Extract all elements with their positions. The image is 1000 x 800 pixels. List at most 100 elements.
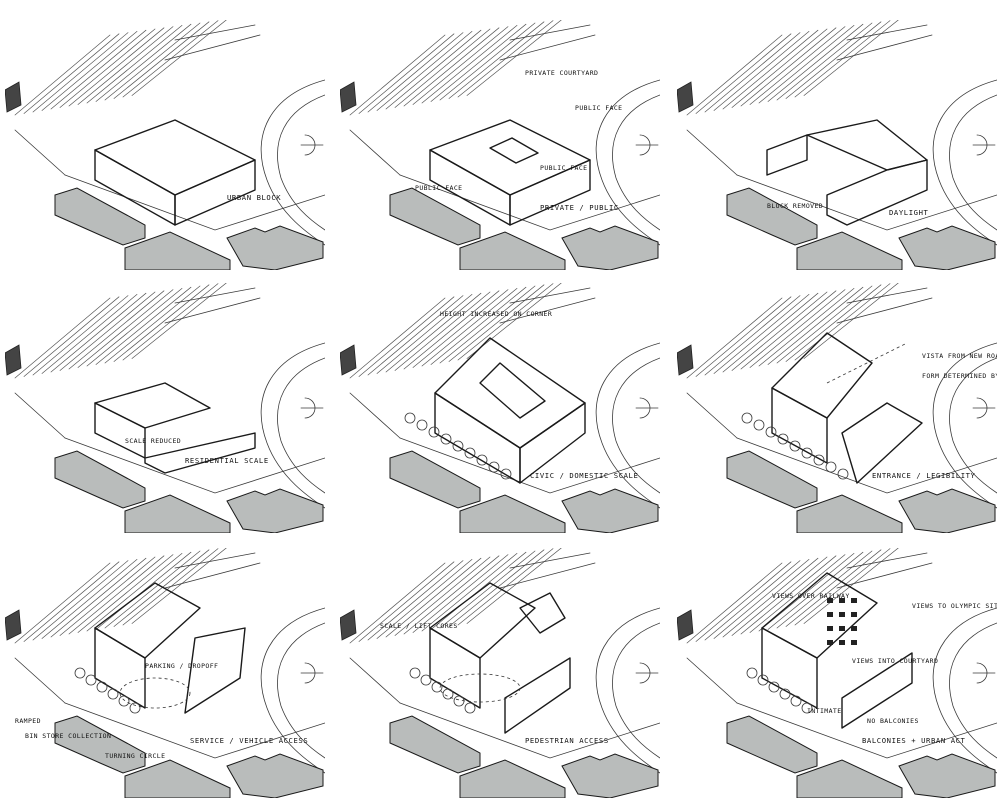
site-boundary bbox=[14, 657, 66, 704]
railway-hatch-line bbox=[32, 295, 129, 376]
railway-hatch-line bbox=[686, 562, 783, 644]
railway-hatch-line bbox=[385, 292, 482, 373]
block-roof bbox=[429, 582, 536, 659]
existing-building-fragment bbox=[340, 609, 357, 641]
railway-hatch-line bbox=[704, 295, 801, 376]
existing-building-fragment bbox=[5, 81, 22, 113]
tree bbox=[765, 426, 777, 438]
existing-building-fragment bbox=[677, 609, 694, 641]
site-context bbox=[340, 283, 660, 533]
railway-hatch-line bbox=[14, 34, 111, 116]
tree bbox=[452, 440, 464, 452]
tree bbox=[476, 454, 488, 466]
balcony-mark bbox=[827, 626, 833, 631]
railway-hatch-line bbox=[113, 549, 210, 627]
existing-building bbox=[459, 759, 566, 798]
railway-hatch-line bbox=[412, 26, 509, 105]
existing-building bbox=[226, 488, 324, 533]
tree bbox=[488, 461, 500, 473]
railway-hatch-line bbox=[767, 286, 864, 365]
railway-hatch-line bbox=[41, 294, 138, 374]
railway-hatch-line bbox=[785, 284, 882, 362]
curved-road-edge bbox=[932, 342, 997, 509]
existing-building bbox=[389, 715, 481, 774]
tower-roof bbox=[519, 592, 566, 634]
railway-hatch-line bbox=[358, 561, 455, 642]
balcony-mark bbox=[827, 612, 833, 617]
tree bbox=[790, 695, 802, 707]
site-boundary bbox=[14, 392, 66, 439]
tree bbox=[431, 681, 443, 693]
building-massing bbox=[409, 582, 571, 734]
building-massing bbox=[766, 119, 928, 226]
road-edge bbox=[846, 287, 928, 304]
tree bbox=[464, 702, 476, 714]
railway-hatch-line bbox=[385, 557, 482, 638]
railway-hatch-line bbox=[740, 555, 837, 635]
block-wall-left bbox=[94, 402, 146, 459]
road-edge bbox=[164, 562, 261, 589]
railway-hatch-line bbox=[59, 291, 156, 371]
railway-hatch-line bbox=[776, 285, 873, 364]
annotation-note: VIEWS TO OLYMPIC SITE bbox=[912, 602, 997, 610]
curved-road-edge bbox=[277, 94, 325, 231]
railway-hatch-line bbox=[394, 291, 491, 371]
annotation-note: PUBLIC FACE bbox=[575, 104, 622, 112]
tree bbox=[500, 468, 512, 480]
tree bbox=[442, 688, 454, 700]
site-context bbox=[340, 20, 660, 270]
railway-hatch-line bbox=[803, 283, 899, 359]
tree bbox=[768, 681, 780, 693]
railway-hatch-line bbox=[767, 23, 864, 102]
railway-hatch-line bbox=[439, 550, 536, 629]
road-edge bbox=[164, 297, 261, 324]
existing-building bbox=[561, 488, 659, 533]
railway-hatch-line bbox=[767, 551, 864, 630]
site-boundary bbox=[64, 437, 325, 494]
railway-hatch-line bbox=[77, 289, 174, 368]
railway-hatch-line bbox=[421, 288, 518, 367]
building-massing bbox=[74, 582, 246, 714]
railway-hatch-line bbox=[722, 557, 819, 638]
tree bbox=[746, 667, 758, 679]
railway-hatch-line bbox=[722, 292, 819, 373]
site-boundary bbox=[686, 129, 738, 176]
railway-hatch-line bbox=[14, 562, 111, 644]
road-edge bbox=[836, 297, 933, 324]
curved-road-edge bbox=[277, 357, 325, 494]
railway-hatch-line bbox=[403, 555, 500, 635]
railway-hatch-line bbox=[376, 559, 473, 639]
tree bbox=[404, 412, 416, 424]
road-edge bbox=[836, 562, 933, 589]
curved-road-edge bbox=[595, 607, 660, 774]
railway-hatch-line bbox=[704, 560, 801, 641]
annotation-note: VISTA FROM NEW ROAD bbox=[922, 352, 997, 360]
railway-hatch-line bbox=[713, 559, 810, 639]
railway-hatch-line bbox=[695, 33, 792, 114]
curved-road-edge bbox=[932, 79, 997, 246]
site-boundary bbox=[14, 129, 66, 176]
railway-hatch-line bbox=[104, 550, 201, 629]
railway-hatch-line bbox=[68, 555, 165, 635]
railway-hatch-line bbox=[376, 294, 473, 374]
diagram-panel: URBAN BLOCK bbox=[5, 20, 325, 270]
balcony-mark bbox=[839, 640, 845, 645]
existing-building bbox=[226, 753, 324, 798]
railway-hatch-line bbox=[439, 22, 536, 101]
existing-building bbox=[796, 494, 903, 533]
curved-road-edge bbox=[949, 622, 997, 759]
courtyard-void bbox=[479, 362, 546, 419]
railway-hatch-line bbox=[23, 33, 120, 114]
railway-hatch-line bbox=[23, 561, 120, 642]
railway-hatch-line bbox=[86, 25, 183, 104]
railway-hatch-line bbox=[104, 285, 201, 364]
railway-hatch-line bbox=[394, 28, 491, 108]
block-roof bbox=[94, 582, 201, 659]
road-edge bbox=[499, 34, 596, 61]
railway-hatch-line bbox=[367, 32, 464, 113]
